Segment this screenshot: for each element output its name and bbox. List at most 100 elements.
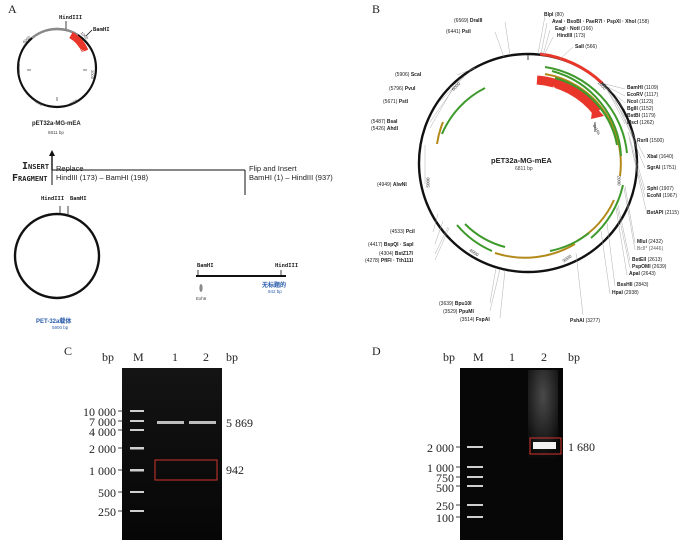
site-bglii: BglII (1152) [627,106,654,112]
frag-size: 942 bp [268,289,282,294]
gel-d-bp-right: bp [568,350,580,364]
frag-site-bamhi: BamHI [197,263,214,269]
site-psti: (5671) PstI [383,99,409,105]
top-tick-2000: 2000 [89,70,95,79]
site-pcii: (4533) PciI [390,229,415,235]
panel-letter-a: A [8,2,17,16]
top-site-bamhi: BamHI [93,27,110,33]
insert-title-line1: Insert [22,161,50,172]
top-plasmid-map [16,21,98,109]
top-site-hindiii: HindIII [59,15,83,21]
plasmid-size: 6811 bp [515,166,533,172]
panel-d: D bp M 1 2 bp [350,340,700,540]
gel-d-lane-2: 2 [541,350,547,364]
site-sali: SalI (566) [575,44,597,50]
site-bcli: BclI* (2446) [637,246,664,252]
gel-c-bp-left: bp [102,350,114,364]
flip-label: Flip and Insert [249,164,297,173]
gel-c-ladder-10000: 10 000 [83,405,116,419]
panel-c: C bp M 1 2 bp [0,340,350,540]
panel-a: A [0,0,345,340]
plasmid-name: pET32a-MG-mEA [491,156,552,165]
site-ppumi: (3529) PpuMI [443,309,474,315]
gel-d-ladder-750: 750 [436,471,454,485]
gel-c-band-lane1 [157,421,184,424]
site-pshai: PshAI (3277) [570,318,601,324]
site-xbai: XbaI (1640) [647,154,674,160]
site-xhoi-group: AvaI · BsoBI · PaeR7I · PspXI · XhoI (15… [552,19,650,25]
site-mlui: MluI (2432) [637,239,663,245]
gel-d-band-label-1680: 1 680 [568,440,595,454]
vector-size: 5900 bp [52,325,69,330]
gel-d-bp-left: bp [443,350,455,364]
site-bstapi: BstAPI (2115) [647,210,679,216]
fragment-arc [69,31,89,53]
top-plasmid-name: pET32a-MG-mEA [32,121,81,127]
site-tth111i-group: (4278) PflFI · Tth111I [365,258,414,264]
gel-c-ladder-250: 250 [98,505,116,519]
gel-c-bp-right: bp [226,350,238,364]
gel-d-ladder-100: 100 [436,511,454,525]
gel-c-ladder-4000: 4 000 [89,425,116,439]
site-ahdi: (5426) AhdI [371,126,398,132]
site-bstz17i: (4304) BstZ17I [379,251,413,257]
panel-letter-d: D [372,344,381,358]
site-fspai: (3514) FspAI [460,317,490,323]
site-alwni: (4949) AlwNI [377,182,407,188]
site-pvui: (5796) PvuI [389,86,416,92]
site-ecorv: EcoRV (1117) [627,92,659,98]
site-bsai: (5487) BsaI [371,119,398,125]
insert-title-line2: Fragment [12,173,48,184]
gel-c-ladder-1000: 1 000 [89,464,116,478]
site-sapi-group: (4417) BspQI · SapI [368,242,414,248]
vector-site-hindiii: HindIII [41,196,65,202]
exh6-feature [199,284,203,292]
site-sphi: SphI (1907) [647,186,674,192]
gel-c-lane-1: 1 [172,350,178,364]
site-bamhi: BamHI (1109) [627,85,659,91]
gel-c-highlight-box [154,459,218,481]
top-plasmid-size: 6811 bp [48,130,64,135]
tick-5000: 5000 [425,177,431,188]
flip-detail: BamHI (1) – HindIII (937) [249,173,333,182]
top-tick-5000: 5000 [15,64,21,73]
gel-c-lane-2: 2 [203,350,209,364]
tick-2000: 2000 [616,175,622,186]
vector-site-bamhi: BamHI [70,196,87,202]
gel-c-band-lane2 [189,421,216,424]
site-bstbi: BstBI (1179) [627,113,656,119]
vector-map [13,206,101,300]
panel-letter-b: B [372,2,381,16]
gel-c-ladder-2000: 2 000 [89,442,116,456]
gel-d-image [456,368,563,540]
panel-b-drawing [417,15,648,319]
site-econi: EcoNI (1967) [647,193,678,199]
site-msci: MscI (1262) [627,120,654,126]
site-scai: (5906) ScaI [395,72,422,78]
site-rsrii: RsrII (1500) [637,138,664,144]
gel-d-band-lane2 [533,442,556,449]
gel-c-image [118,368,222,540]
gel-c-band-label-5869: 5 869 [226,416,253,430]
frag-name: 无标题的 [262,283,287,289]
panel-letter-c: C [64,344,73,358]
site-pspomi: PspOMI (2639) [632,264,667,270]
site-hindiii: HindIII (173) [557,33,586,39]
gel-d-ladder-2000: 2 000 [427,441,454,455]
gel-d-lane-m: M [473,350,484,364]
site-psii: (6441) PsiI [446,29,471,35]
gel-c-band-label-942: 942 [226,463,244,477]
gel-d-ladder-500: 500 [436,481,454,495]
site-draiii: (6569) DraIII [454,18,483,24]
gel-d-lane-1: 1 [509,350,515,364]
site-hpai: HpaI (2938) [612,290,639,296]
panel-a-drawing [13,21,286,300]
site-bpu10i: (3639) Bpu10I [439,301,472,307]
gel-c-lane-m: M [133,350,144,364]
site-noti-group: EagI · NotI (166) [555,26,593,32]
site-bsteii: BstEII (2613) [632,257,663,263]
site-sgrai: SgrAI (1751) [647,165,677,171]
gel-c-ladder-7000: 7 000 [89,415,116,429]
site-apai: ApaI (2643) [629,271,656,277]
gel-c-ladder-500: 500 [98,486,116,500]
